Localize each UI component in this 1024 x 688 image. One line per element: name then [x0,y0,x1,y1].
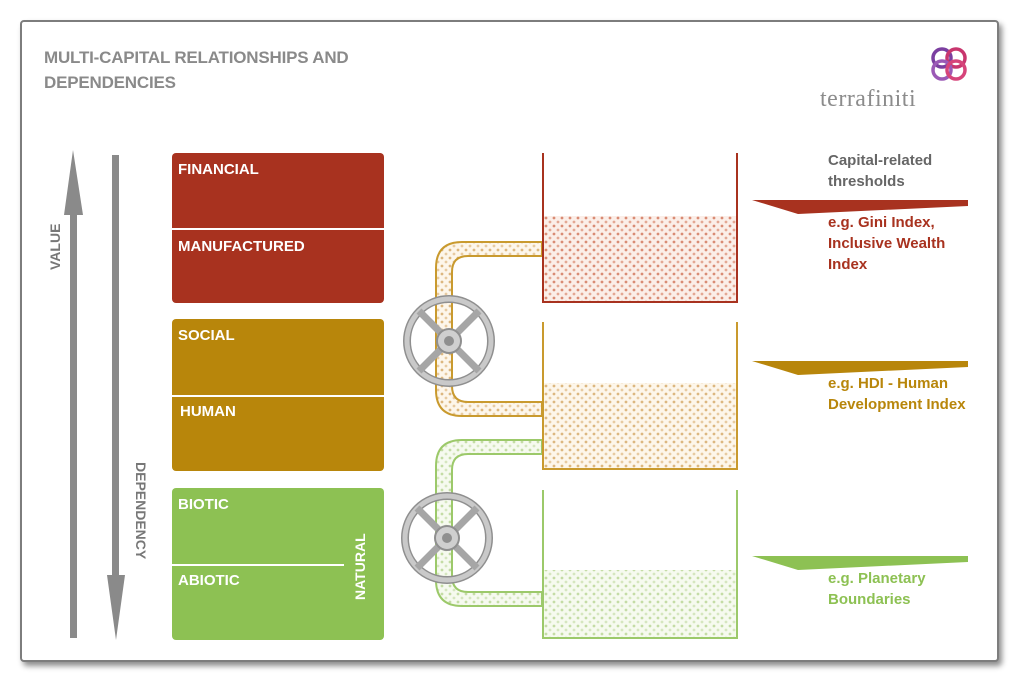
natural-capital-box: BIOTIC ABIOTIC NATURAL [172,488,384,640]
abiotic-label: ABIOTIC [178,572,240,589]
valve-icon [403,295,495,387]
manufactured-label: MANUFACTURED [178,238,305,255]
financial-threshold: e.g. Gini Index, Inclusive Wealth Index [828,214,946,273]
human-label: HUMAN [180,403,236,420]
social-threshold: e.g. HDI - Human Development Index [828,375,966,413]
valve-icon [401,492,493,584]
divider [172,564,344,566]
financial-label: FINANCIAL [178,161,259,178]
biotic-label: BIOTIC [178,496,229,513]
natural-threshold: e.g. Planetary Boundaries [828,570,926,608]
thresholds-heading: Capital-related thresholds [828,152,933,190]
social-label: SOCIAL [178,327,235,344]
divider [172,228,384,230]
financial-capital-box: FINANCIAL MANUFACTURED [172,153,384,303]
diagram-title: MULTI-CAPITAL RELATIONSHIPS AND DEPENDEN… [44,48,349,92]
social-capital-box: SOCIAL HUMAN [172,319,384,471]
terrafiniti-logo-icon [931,47,967,81]
logo-text: terrafiniti [820,86,917,112]
divider [172,395,384,397]
